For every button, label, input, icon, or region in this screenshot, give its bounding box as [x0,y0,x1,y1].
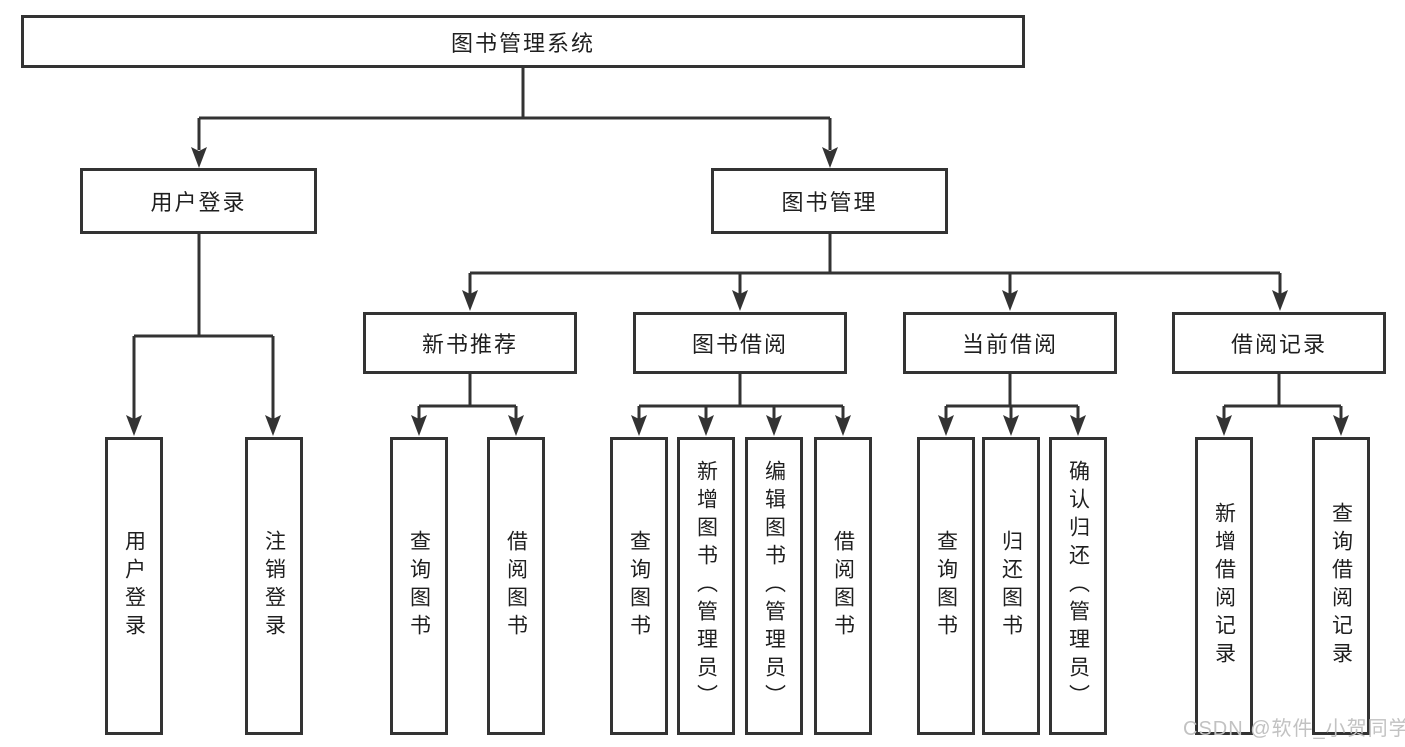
leaf-confirm-return-admin-label: 确认归还（管理员） [1066,460,1090,712]
leaf-edit-book-admin: 编辑图书（管理员） [745,437,803,735]
node-borrow-record-label: 借阅记录 [1230,332,1327,357]
leaf-borrow-book-2-label: 借阅图书 [831,530,855,642]
node-user-login: 用户登录 [80,168,317,234]
leaf-confirm-return-admin: 确认归还（管理员） [1049,437,1107,735]
connector-user-login-split [126,234,281,436]
leaf-query-book-1: 查询图书 [390,437,448,735]
connector-book-mgmt-split [462,234,1288,311]
node-book-management-label: 图书管理 [781,190,878,215]
leaf-add-book-admin: 新增图书（管理员） [677,437,735,735]
leaf-borrow-book-1-label: 借阅图书 [504,530,528,642]
node-book-borrow: 图书借阅 [633,312,847,374]
leaf-logout-label: 注销登录 [262,530,286,642]
leaf-user-login-label: 用户登录 [122,530,146,642]
leaf-query-book-3-label: 查询图书 [934,530,958,642]
node-book-management: 图书管理 [711,168,948,234]
leaf-add-book-admin-label: 新增图书（管理员） [694,460,718,712]
leaf-user-login: 用户登录 [105,437,163,735]
node-book-borrow-label: 图书借阅 [691,332,788,357]
node-new-book-recommend: 新书推荐 [363,312,577,374]
leaf-add-borrow-record: 新增借阅记录 [1195,437,1253,735]
node-root-label: 图书管理系统 [450,30,595,56]
leaf-return-book: 归还图书 [982,437,1040,735]
leaf-edit-book-admin-label: 编辑图书（管理员） [762,460,786,712]
leaf-query-borrow-record-label: 查询借阅记录 [1329,502,1353,670]
connector-new-book-split [411,374,524,436]
node-current-borrow: 当前借阅 [903,312,1117,374]
leaf-query-borrow-record: 查询借阅记录 [1312,437,1370,735]
csdn-watermark: CSDN @软件_小贺同学 [1183,718,1405,740]
leaf-query-book-1-label: 查询图书 [407,530,431,642]
leaf-borrow-book-1: 借阅图书 [487,437,545,735]
node-user-login-label: 用户登录 [150,190,247,215]
node-new-book-recommend-label: 新书推荐 [421,332,518,357]
leaf-logout: 注销登录 [245,437,303,735]
connector-borrow-record-split [1216,374,1349,436]
leaf-add-borrow-record-label: 新增借阅记录 [1212,502,1236,670]
node-borrow-record: 借阅记录 [1172,312,1386,374]
node-current-borrow-label: 当前借阅 [961,332,1058,357]
connector-root-split [191,68,838,168]
connector-book-borrow-split [631,374,851,436]
connector-current-borrow-split [938,374,1086,436]
leaf-return-book-label: 归还图书 [999,530,1023,642]
leaf-borrow-book-2: 借阅图书 [814,437,872,735]
leaf-query-book-2: 查询图书 [610,437,668,735]
leaf-query-book-3: 查询图书 [917,437,975,735]
leaf-query-book-2-label: 查询图书 [627,530,651,642]
node-root-system: 图书管理系统 [21,15,1025,68]
